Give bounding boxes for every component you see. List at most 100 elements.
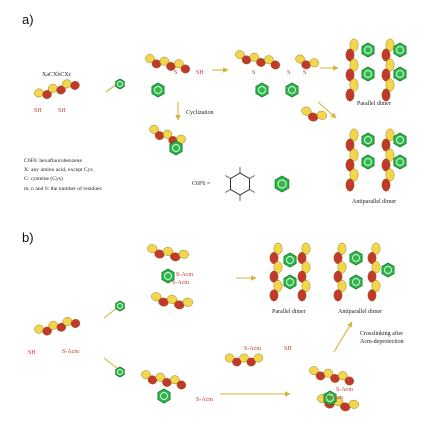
benzene-hexagon <box>157 388 171 404</box>
benzene-inner-circle <box>396 70 404 78</box>
benzene-hexagon <box>283 252 297 268</box>
benzene-ring <box>274 175 290 193</box>
helix-turn <box>385 128 395 142</box>
benzene-ring <box>323 390 337 406</box>
helix <box>381 38 395 102</box>
benzene-hexagon <box>361 132 375 148</box>
benzene-inner-circle <box>396 136 404 144</box>
benzene-ring <box>393 132 407 148</box>
sacm-label-6: S-Acm <box>336 387 353 393</box>
c6f6-formula-label: C6F6 = <box>192 181 211 187</box>
helix-turn <box>270 60 281 70</box>
benzene-hexagon <box>393 154 407 170</box>
helix-turn <box>232 357 242 367</box>
legend-item: X: any amino acid, except Cys <box>24 167 93 174</box>
helix <box>381 128 395 192</box>
helix-turn <box>224 353 235 363</box>
benzene-hexagon <box>361 154 375 170</box>
legend-item: C: cysteine (Cys) <box>24 176 63 183</box>
helix-turn <box>344 376 355 386</box>
helix-turn <box>345 68 355 82</box>
c-f-bond <box>225 189 231 193</box>
helix <box>295 54 319 70</box>
helix-turn <box>48 83 58 93</box>
benzene-ring <box>115 300 125 312</box>
helix-turn <box>345 88 355 102</box>
helix-turn <box>34 88 44 98</box>
peptide-helices <box>34 38 395 412</box>
helix-turn <box>323 368 334 378</box>
helix-turn <box>176 380 187 390</box>
benzene-inner-circle <box>286 278 294 286</box>
sh-label-1: SH <box>34 108 42 114</box>
benzene-ring <box>115 366 125 378</box>
helix <box>145 54 191 74</box>
helix-turn <box>381 48 391 62</box>
sacm-label-4: S-Acm <box>244 346 261 352</box>
helix-turn <box>345 158 355 172</box>
benzene-hexagon <box>393 66 407 82</box>
benzene-hexagon <box>393 42 407 58</box>
hexafluorobenzene-rings <box>115 42 407 406</box>
helix-turn <box>182 297 193 307</box>
legend-item: m, n and 6: the number of residues <box>24 185 102 192</box>
benzene-ring <box>393 154 407 170</box>
benzene-ring <box>115 78 125 90</box>
benzene-hexagon <box>274 175 290 193</box>
helix-turn <box>367 289 377 302</box>
helix-turn <box>154 249 165 259</box>
helix-turn <box>367 270 377 283</box>
benzene-hexagon <box>349 274 363 290</box>
helix-turn <box>381 88 391 102</box>
benzene-hexagon <box>381 262 395 278</box>
benzene-hexagon <box>285 82 299 98</box>
sacm-label-1: S-Acm <box>62 349 79 355</box>
helix-turn <box>381 178 391 192</box>
antiparallel-dimer-label-b: Antiparallel dimer <box>338 309 383 315</box>
helix-turn <box>178 249 189 259</box>
helix-turn <box>166 62 176 71</box>
parallel-dimer-label-a: Parallel dimer <box>357 101 391 107</box>
helix-turn <box>269 252 279 264</box>
benzene-hexagon <box>283 274 297 290</box>
c6f6-hexagon <box>230 172 250 196</box>
parallel-dimer-label-b: Parallel dimer <box>272 309 306 315</box>
helix <box>141 370 187 390</box>
helix-turn <box>385 38 395 52</box>
s-label-3: S <box>287 70 291 76</box>
peptide-sequence-label: XaCXbCXc <box>42 72 72 78</box>
helix-turn <box>145 54 155 64</box>
helix-turn <box>345 138 355 152</box>
helix-turn <box>170 375 180 385</box>
helix-turn <box>62 79 72 89</box>
benzene-hexagon <box>393 132 407 148</box>
benzene-ring <box>151 82 165 98</box>
benzene-hexagon <box>361 42 375 58</box>
helix-turn <box>333 270 343 283</box>
helix <box>333 242 347 302</box>
benzene-inner-circle <box>277 179 287 189</box>
helix-turn <box>166 295 178 304</box>
helix-turn <box>239 353 249 363</box>
helix-turn <box>381 68 391 82</box>
helix-turn <box>235 50 245 60</box>
helix-turn <box>273 242 283 255</box>
helix-turn <box>159 56 170 66</box>
sacm-label-3: S-Acm <box>172 280 189 286</box>
helix <box>151 292 193 310</box>
helix-turn <box>62 317 73 326</box>
benzene-ring <box>283 252 297 268</box>
benzene-hexagon <box>115 366 125 378</box>
helix-turn <box>337 280 347 292</box>
helix-turn <box>307 112 319 122</box>
benzene-inner-circle <box>326 394 334 402</box>
helix <box>345 128 359 192</box>
s-label-4: S <box>303 70 307 76</box>
benzene-hexagon <box>323 390 337 406</box>
sacm-label-2: S-Acm <box>176 272 193 278</box>
benzene-hexagon <box>115 300 125 312</box>
helix-turn <box>147 375 158 385</box>
helix-turn <box>151 59 162 69</box>
